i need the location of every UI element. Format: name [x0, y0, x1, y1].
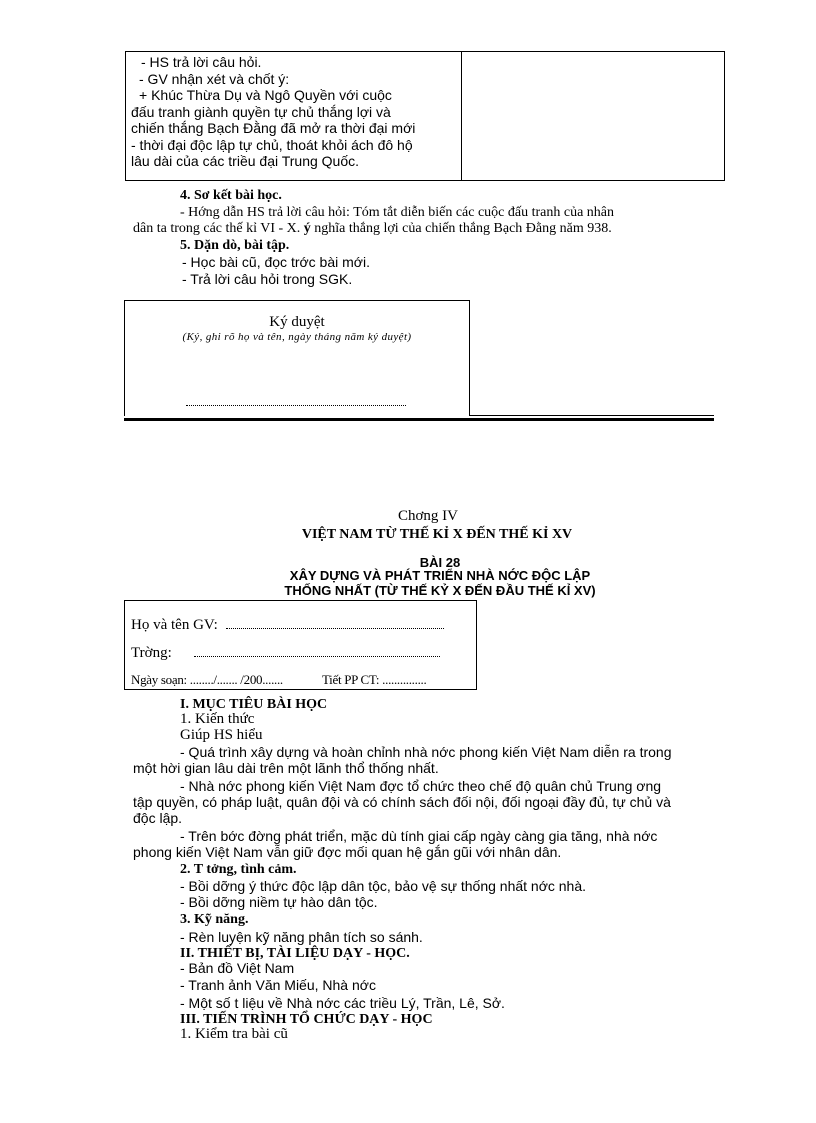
section5-heading: 5. Dặn dò, bài tập. — [180, 238, 290, 253]
chapter-label: Chơng IV — [397, 508, 458, 524]
s2-item: - Bồi dỡng ý thức độc lập dân tộc, bảo v… — [180, 878, 587, 894]
paragraph-line: phong kiến Việt Nam vẫn giữ đợc mối quan… — [133, 844, 562, 860]
lesson-title-2: THỐNG NHẤT (TỪ THẾ KỶ X ĐẾN ĐẦU THẾ KỈ X… — [284, 583, 596, 598]
paragraph-line: - Quá trình xây dựng và hoàn chỉnh nhà n… — [180, 744, 672, 760]
s4-heading: II. THIẾT BỊ, TÀI LIỆU DẠY - HỌC. — [180, 946, 410, 961]
separator-thick — [124, 418, 714, 421]
s1-help: Giúp HS hiểu — [180, 727, 263, 743]
section4-line2: dân ta trong các thế kỉ VI - X. ý nghĩa … — [133, 220, 612, 237]
table-line: lâu dài của các triều đại Trung Quốc. — [131, 153, 360, 169]
s1-1: 1. Kiến thức — [180, 711, 255, 727]
teacher-field — [226, 628, 444, 629]
section4-heading: 4. Sơ kết bài học. — [180, 188, 282, 203]
date-label: Ngày soạn: ......../....... /200....... — [131, 672, 283, 687]
table-line: + Khúc Thừa Dụ và Ngô Quyền với cuộc — [139, 87, 392, 103]
paragraph-line: một hời gian lâu dài trên một lãnh thổ t… — [133, 760, 439, 776]
lesson-title-1: XÂY DỰNG VÀ PHÁT TRIỂN NHÀ NỚC ĐỘC LẬP — [289, 568, 591, 583]
paragraph-line: - Nhà nớc phong kiến Việt Nam đợc tổ chứ… — [180, 778, 662, 794]
teacher-label: Họ và tên GV: — [131, 617, 218, 633]
section4-line2a: dân ta trong các thế kỉ VI - X. — [133, 221, 301, 236]
s3-item: - Rèn luyện kỹ năng phân tích so sánh. — [180, 929, 423, 945]
s3-heading: 3. Kỹ năng. — [180, 912, 249, 927]
top-table-cell-left: - HS trả lời câu hỏi. - GV nhận xét và c… — [131, 54, 457, 170]
section5-item: - Học bài cũ, đọc trớc bài mới. — [182, 254, 370, 270]
s4-item: - Một số t liệu về Nhà nớc các triều Lý,… — [180, 995, 505, 1011]
top-table-divider — [461, 52, 462, 180]
signoff-box — [124, 300, 470, 416]
section4-line2b: ý — [303, 221, 311, 236]
s2-item: - Bồi dỡng niềm tự hào dân tộc. — [180, 894, 378, 910]
table-line: đấu tranh giành quyền tự chủ thắng lợi v… — [131, 103, 391, 120]
signature-line — [186, 405, 406, 406]
s2-heading: 2. T tởng, tình cảm. — [180, 862, 297, 877]
section4-line2c: nghĩa thắng lợi của chiến thắng Bạch Đằn… — [314, 221, 612, 236]
section5-item: - Trả lời câu hỏi trong SGK. — [182, 271, 353, 287]
chapter-title: VIỆT NAM TỪ THẾ KỈ X ĐẾN THẾ KỈ XV — [301, 527, 573, 542]
table-line: chiến thắng Bạch Đằng đã mở ra thời đại … — [131, 120, 416, 136]
s5-1: 1. Kiểm tra bài cũ — [180, 1026, 288, 1042]
separator-thin — [470, 415, 714, 416]
table-line: - GV nhận xét và chốt ý: — [139, 70, 290, 87]
info-box — [124, 600, 477, 690]
s4-item: - Bản đồ Việt Nam — [180, 960, 295, 976]
top-table — [125, 51, 725, 181]
period-label: Tiết PP CT: ............... — [322, 672, 427, 687]
s4-item: - Tranh ảnh Văn Miếu, Nhà nớc — [180, 977, 376, 993]
s5-heading: III. TIẾN TRÌNH TỔ CHỨC DẠY - HỌC — [180, 1012, 433, 1027]
school-field — [194, 656, 440, 657]
signoff-subtitle: (Ký, ghi rõ họ và tên, ngày tháng năm ký… — [182, 331, 412, 343]
signoff-title: Ký duyệt — [269, 314, 325, 330]
school-label: Trờng: — [131, 645, 172, 661]
paragraph-line: - Trên bớc đờng phát triển, mặc dù tính … — [180, 828, 658, 844]
lesson-number: BÀI 28 — [419, 555, 461, 570]
table-line: - HS trả lời câu hỏi. — [141, 54, 262, 70]
paragraph-line: độc lập. — [133, 810, 183, 826]
paragraph-line: tập quyền, có pháp luật, quân đội và có … — [133, 794, 671, 810]
s1-heading: I. MỤC TIÊU BÀI HỌC — [180, 697, 328, 712]
section4-line1: - Hớng dẫn HS trả lời câu hỏi: Tóm tắt d… — [180, 205, 615, 220]
table-line: - thời đại độc lập tự chủ, thoát khỏi ác… — [131, 136, 413, 153]
